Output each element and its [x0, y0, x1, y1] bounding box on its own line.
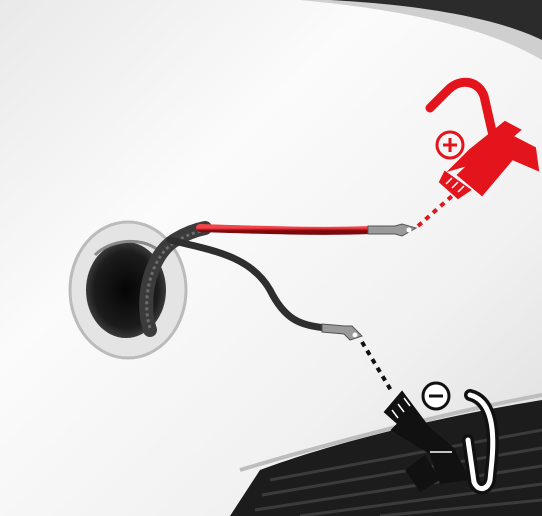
black-terminal-eye — [353, 333, 358, 338]
red-terminal-eye — [407, 228, 412, 233]
red-cable — [200, 228, 370, 231]
minus-icon — [423, 383, 449, 409]
